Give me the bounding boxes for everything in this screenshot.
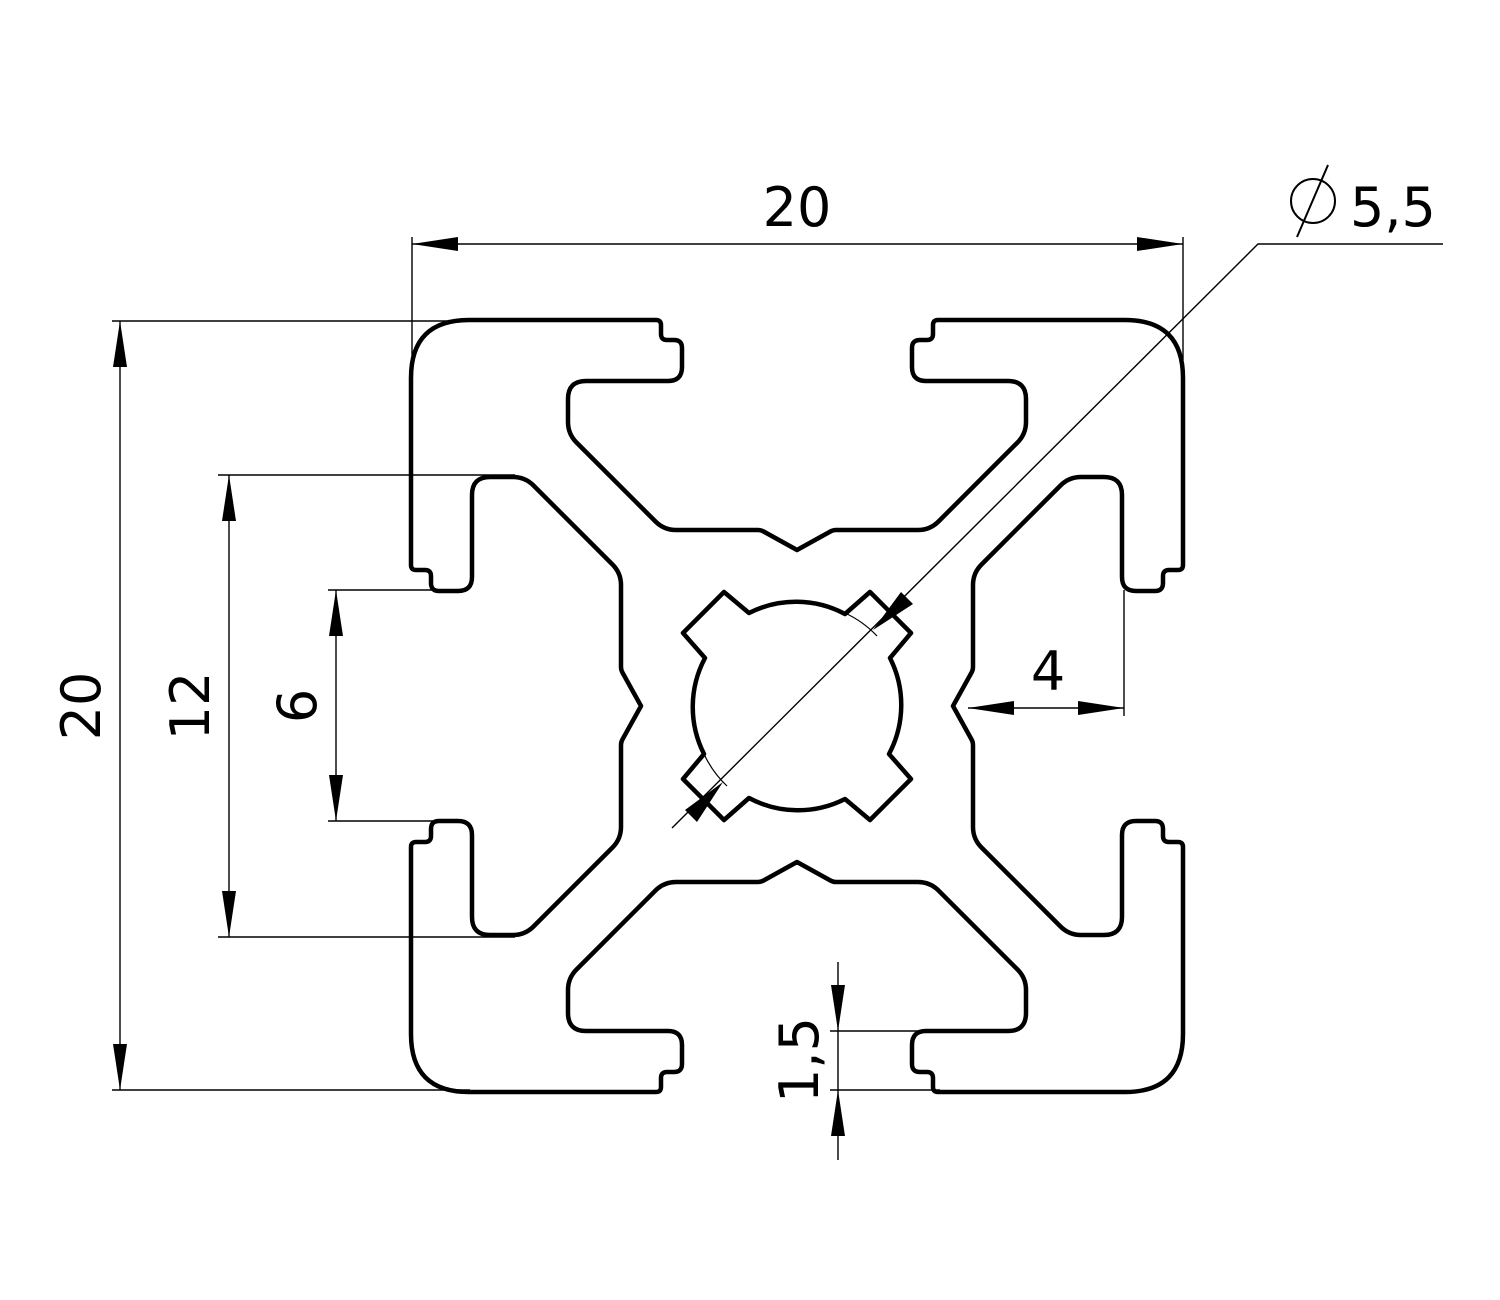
bore-hidden-arc	[844, 612, 878, 637]
center-bore	[680, 589, 914, 823]
arrow-icon	[685, 782, 723, 822]
arrow-icon	[1078, 701, 1124, 715]
dimension-label-wall-thickness: 1,5	[768, 1017, 831, 1103]
profile-outline	[408, 317, 1186, 1095]
arrow-icon	[412, 237, 458, 251]
arrow-icon	[222, 891, 236, 937]
dimension-height: 20	[50, 320, 470, 1091]
dimension-bore-diameter: 5,5	[671, 164, 1443, 829]
dimension-slot-outer: 12	[159, 474, 515, 938]
dimension-label-slot-outer: 12	[159, 672, 222, 741]
arrow-icon	[831, 1090, 845, 1136]
bore-hidden-arc	[703, 753, 728, 787]
dimension-label-width: 20	[763, 176, 832, 239]
arrow-icon	[222, 475, 236, 521]
dimension-slot-depth: 4	[968, 590, 1125, 716]
arrow-icon	[329, 590, 343, 636]
arrow-icon	[1137, 237, 1183, 251]
dimension-slot-opening: 6	[266, 589, 440, 822]
arrow-icon	[873, 592, 913, 630]
dimension-label-height: 20	[50, 672, 113, 741]
arrow-icon	[831, 985, 845, 1031]
dimension-width: 20	[411, 176, 1184, 470]
dimension-label-slot-opening: 6	[266, 689, 329, 723]
dimension-label-slot-depth: 4	[1031, 640, 1065, 703]
dimension-label-bore-diameter: 5,5	[1350, 176, 1436, 239]
arrow-icon	[329, 775, 343, 821]
diameter-icon	[1290, 164, 1336, 238]
arrow-icon	[113, 321, 127, 367]
arrow-icon	[968, 701, 1014, 715]
dimension-wall-thickness: 1,5	[768, 962, 940, 1160]
arrow-icon	[113, 1044, 127, 1090]
